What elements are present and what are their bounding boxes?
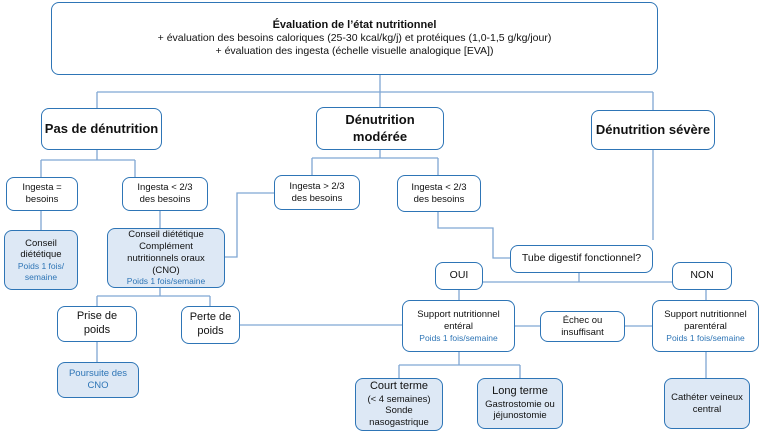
catheter-line-1: Cathéter veineux xyxy=(671,391,743,403)
parenteral-freq: Poids 1 fois/semaine xyxy=(666,332,745,343)
pas-denutrition-label: Pas de dénutrition xyxy=(44,120,159,136)
ingesta-inf-2-line-2: des besoins xyxy=(413,193,465,205)
perte-poids-line-2: poids xyxy=(197,325,224,337)
parenteral-line-2: parentéral xyxy=(684,320,727,332)
ingesta-inf-2-node: Ingesta < 2/3 des besoins xyxy=(397,175,481,212)
perte-poids-node: Perte de poids xyxy=(181,306,240,344)
denutrition-severe-label: Dénutrition sévère xyxy=(595,121,711,137)
ingesta-egal-line-1: Ingesta = xyxy=(22,182,62,194)
prise-poids-line-1: Prise de xyxy=(76,310,118,323)
cno-node: Conseil diététique Complément nutritionn… xyxy=(107,228,225,288)
echec-line-1: Échec ou xyxy=(562,314,603,326)
denutrition-moderee-line-2: modérée xyxy=(352,128,408,144)
perte-poids-line-1: Perte de xyxy=(189,311,232,324)
root-node: Évaluation de l’état nutritionnel + éval… xyxy=(51,2,658,75)
oui-label: OUI xyxy=(449,269,469,282)
court-terme-line-1: Court terme xyxy=(369,379,429,392)
cno-line-3: nutritionnels oraux xyxy=(127,252,205,264)
ingesta-sup-line-1: Ingesta > 2/3 xyxy=(289,180,345,192)
prise-poids-node: Prise de poids xyxy=(57,306,137,342)
long-terme-node: Long terme Gastrostomie ou jéjunostomie xyxy=(477,378,563,429)
long-terme-line-3: jéjunostomie xyxy=(493,410,547,422)
cno-line-4: (CNO) xyxy=(152,264,180,276)
denutrition-severe-node: Dénutrition sévère xyxy=(591,110,715,150)
denutrition-moderee-line-1: Dénutrition xyxy=(345,112,415,128)
tube-digestif-label: Tube digestif fonctionnel? xyxy=(521,252,642,265)
root-line-3: + évaluation des ingesta (échelle visuel… xyxy=(215,45,494,58)
ingesta-sup-line-2: des besoins xyxy=(291,192,343,204)
ingesta-egal-line-2: besoins xyxy=(25,194,59,205)
court-terme-line-3: Sonde xyxy=(385,405,413,417)
court-terme-node: Court terme (< 4 semaines) Sonde nasogas… xyxy=(355,378,443,431)
tube-digestif-node: Tube digestif fonctionnel? xyxy=(510,245,653,273)
enteral-freq: Poids 1 fois/semaine xyxy=(419,332,498,343)
parenteral-line-1: Support nutritionnel xyxy=(664,308,747,320)
long-terme-line-2: Gastrostomie ou xyxy=(485,398,555,410)
ingesta-inf-1-line-2: des besoins xyxy=(139,194,191,205)
support-parenteral-node: Support nutritionnel parentéral Poids 1 … xyxy=(652,300,759,352)
conseil-freq-1: Poids 1 fois/ xyxy=(17,261,65,272)
cno-line-2: Complément xyxy=(139,240,193,252)
ingesta-inf-1-line-1: Ingesta < 2/3 xyxy=(137,182,193,194)
conseil-dietetique-node: Conseil diététique Poids 1 fois/ semaine xyxy=(4,230,78,290)
root-line-2: + évaluation des besoins caloriques (25-… xyxy=(157,32,552,45)
prise-poids-line-2: poids xyxy=(83,324,111,336)
support-enteral-node: Support nutritionnel entéral Poids 1 foi… xyxy=(402,300,515,352)
denutrition-moderee-node: Dénutrition modérée xyxy=(316,107,444,150)
non-node: NON xyxy=(672,262,732,290)
court-terme-line-2: (< 4 semaines) xyxy=(367,393,431,405)
enteral-line-2: entéral xyxy=(443,320,474,332)
root-title: Évaluation de l’état nutritionnel xyxy=(272,18,437,31)
echec-node: Échec ou insuffisant xyxy=(540,311,625,342)
non-label: NON xyxy=(690,269,714,282)
poursuite-line-2: CNO xyxy=(87,380,109,391)
conseil-line-2: diététique xyxy=(20,249,62,261)
catheter-line-2: central xyxy=(692,403,722,415)
ingesta-inf-2-line-1: Ingesta < 2/3 xyxy=(411,181,467,193)
long-terme-line-1: Long terme xyxy=(492,384,548,397)
oui-node: OUI xyxy=(435,262,483,290)
enteral-line-1: Support nutritionnel xyxy=(417,308,500,320)
catheter-node: Cathéter veineux central xyxy=(664,378,750,429)
ingesta-egal-node: Ingesta = besoins xyxy=(6,177,78,211)
ingesta-inf-1-node: Ingesta < 2/3 des besoins xyxy=(122,177,208,211)
ingesta-sup-node: Ingesta > 2/3 des besoins xyxy=(274,175,360,210)
court-terme-line-4: nasogastrique xyxy=(369,417,429,429)
pas-denutrition-node: Pas de dénutrition xyxy=(41,108,162,150)
cno-line-1: Conseil diététique xyxy=(128,228,204,240)
poursuite-line-1: Poursuite des xyxy=(68,368,128,380)
cno-freq: Poids 1 fois/semaine xyxy=(126,276,206,287)
echec-line-2: insuffisant xyxy=(561,326,604,338)
poursuite-cno-node: Poursuite des CNO xyxy=(57,362,139,398)
conseil-line-1: Conseil xyxy=(25,237,57,249)
conseil-freq-2: semaine xyxy=(24,271,58,282)
